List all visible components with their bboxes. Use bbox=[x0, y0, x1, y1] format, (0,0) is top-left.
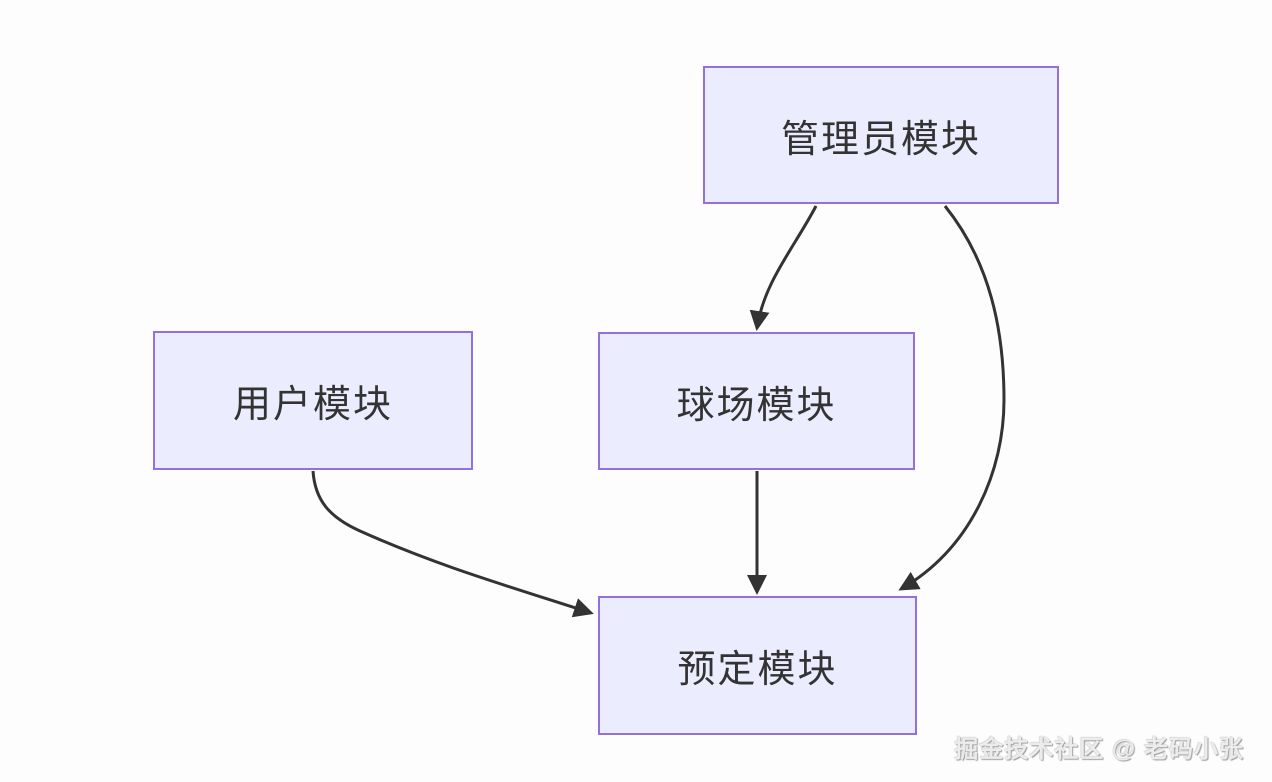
node-admin-label: 管理员模块 bbox=[780, 118, 981, 161]
node-user-label: 用户模块 bbox=[232, 384, 393, 426]
edge-admin-to-booking bbox=[898, 205, 1006, 591]
node-booking-module: 预定模块 bbox=[598, 596, 917, 735]
node-court-label: 球场模块 bbox=[676, 384, 837, 427]
node-booking-label: 预定模块 bbox=[677, 649, 838, 691]
node-admin-module: 管理员模块 bbox=[703, 66, 1059, 204]
watermark-text: 掘金技术社区 @ 老码小张 bbox=[954, 736, 1244, 763]
edge-admin-to-court bbox=[749, 205, 818, 331]
edge-user-to-booking bbox=[311, 470, 594, 618]
node-court-module: 球场模块 bbox=[598, 332, 915, 470]
node-user-module: 用户模块 bbox=[153, 331, 473, 470]
